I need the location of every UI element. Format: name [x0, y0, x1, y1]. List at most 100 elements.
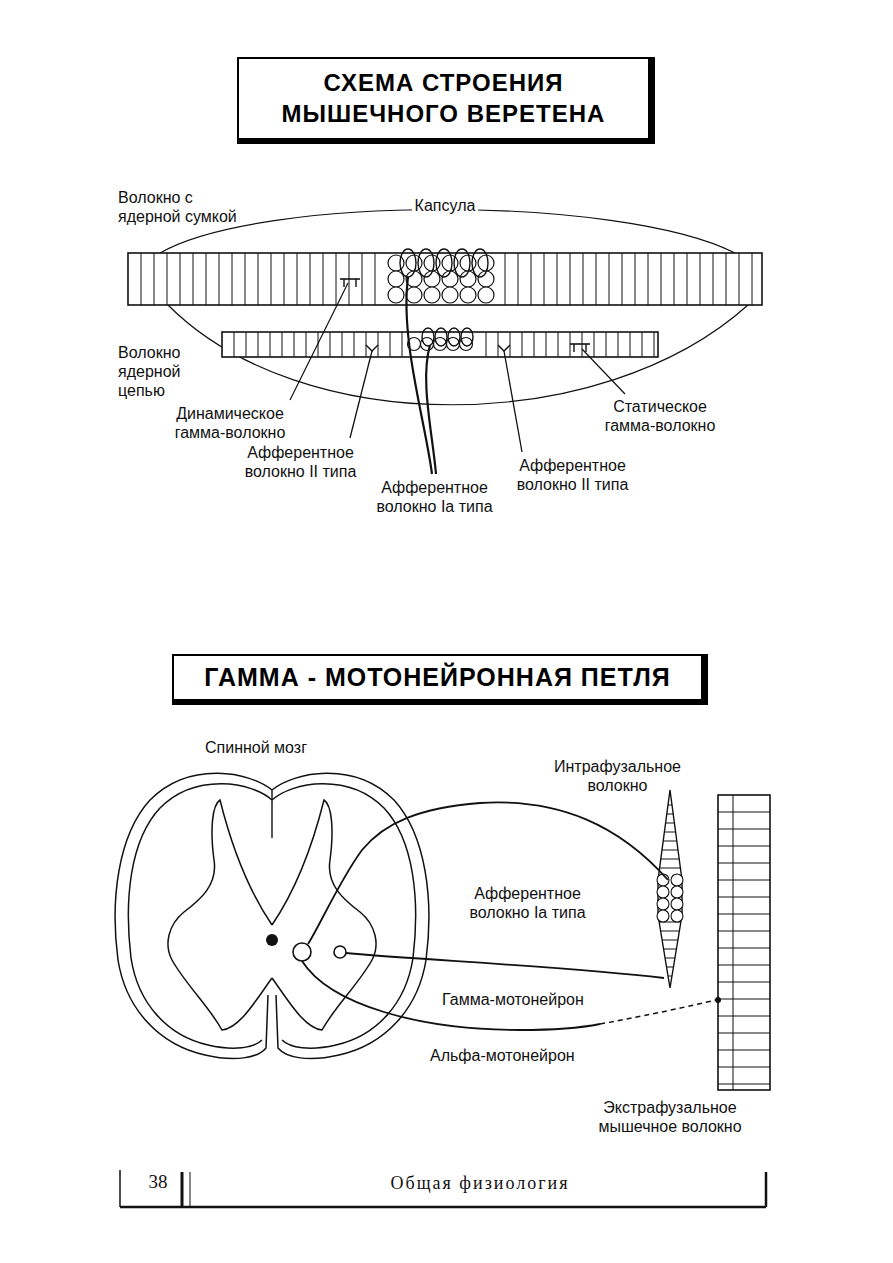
nucleus — [478, 287, 494, 303]
nucleus — [657, 910, 669, 922]
striation — [718, 1067, 770, 1068]
nucleus — [424, 287, 440, 303]
motor-endplate — [715, 997, 721, 1003]
nucleus — [406, 255, 422, 271]
striation — [718, 846, 770, 847]
nucleus — [671, 886, 683, 898]
striation — [618, 332, 619, 357]
striation — [752, 253, 753, 305]
nucleus — [460, 287, 476, 303]
striation — [667, 814, 673, 815]
part-label: Капсула — [400, 196, 490, 215]
footer-bracket — [181, 1172, 184, 1207]
striation — [718, 982, 770, 983]
type-ii-afferent-fiber — [504, 351, 522, 452]
striation — [141, 253, 142, 305]
striation — [668, 976, 672, 977]
striation — [609, 253, 610, 305]
central-canal — [266, 934, 278, 946]
striation — [726, 253, 727, 305]
striation — [486, 332, 487, 357]
striation — [193, 253, 194, 305]
striation — [661, 931, 680, 932]
page-footer — [120, 1170, 766, 1207]
striation — [402, 332, 403, 357]
striation — [700, 253, 701, 305]
annulospiral-ending — [448, 328, 460, 346]
striation — [635, 253, 636, 305]
striation — [718, 1033, 770, 1034]
striation — [664, 949, 677, 950]
striation — [180, 253, 181, 305]
nucleus — [406, 287, 422, 303]
title-box: ГАММА - МОТОНЕЙРОННАЯ ПЕТЛЯ — [172, 654, 707, 705]
striation — [505, 253, 506, 305]
striation — [594, 332, 595, 357]
nucleus — [671, 874, 683, 886]
nucleus — [388, 287, 404, 303]
striation — [282, 332, 283, 357]
part-label: Волокно ядерной цепью — [118, 343, 213, 400]
extrafusal-fiber — [718, 795, 770, 1090]
part-label: Волокно с ядерной сумкой — [118, 188, 246, 226]
motor-endplate — [585, 344, 586, 352]
striation — [718, 914, 770, 915]
annulospiral-ending — [472, 249, 488, 277]
annulospiral-ending — [435, 328, 447, 346]
striation — [522, 332, 523, 357]
striation — [718, 1016, 770, 1017]
striation — [323, 253, 324, 305]
striation — [596, 253, 597, 305]
nucleus — [657, 898, 669, 910]
footer-bracket — [190, 1172, 191, 1207]
striation — [219, 253, 220, 305]
gamma-motoneuron — [334, 946, 346, 958]
capsule-outline — [160, 210, 735, 254]
nucleus — [460, 255, 476, 271]
annulospiral-ending — [400, 249, 416, 277]
part-label: Экстрафузальное мышечное волокно — [570, 1098, 770, 1136]
flower-spray-ending — [366, 345, 378, 351]
motor-endplate — [340, 278, 360, 280]
muscle-spindle — [128, 210, 762, 475]
ia-afferent-fiber — [406, 277, 432, 474]
striation — [498, 332, 499, 357]
motor-endplate — [343, 279, 344, 287]
striation — [718, 948, 770, 949]
part-label: Спинной мозг — [205, 738, 335, 757]
static-gamma-fiber — [582, 349, 625, 394]
striation — [557, 253, 558, 305]
striation — [718, 897, 770, 898]
alpha-motoneuron — [293, 943, 311, 961]
striation — [378, 332, 379, 357]
striation — [662, 850, 678, 851]
annulospiral-ending — [418, 249, 434, 277]
striation — [718, 829, 770, 830]
gamma-loop — [115, 773, 770, 1090]
annulospiral-ending — [454, 249, 470, 277]
dorsal-median-sulcus — [271, 790, 272, 838]
striation — [665, 958, 675, 959]
striation — [510, 332, 511, 357]
part-label: Альфа-мотонейрон — [430, 1046, 600, 1065]
striation — [668, 805, 672, 806]
striation — [718, 880, 770, 881]
striation — [583, 253, 584, 305]
flower-spray-ending — [498, 345, 510, 351]
alpha-efferent-fiber — [600, 1000, 716, 1024]
striation — [154, 253, 155, 305]
page-number: 38 — [138, 1172, 178, 1191]
striation — [306, 332, 307, 357]
striation — [606, 332, 607, 357]
striation — [718, 965, 770, 966]
striation — [330, 332, 331, 357]
part-label: Афферентное волокно II типа — [500, 456, 645, 494]
striation — [232, 253, 233, 305]
striation — [390, 332, 391, 357]
striation — [570, 253, 571, 305]
striation — [661, 859, 679, 860]
gray-matter — [168, 800, 272, 1030]
striation — [271, 253, 272, 305]
nucleus — [424, 255, 440, 271]
spinal-cord-outline — [128, 784, 272, 1048]
